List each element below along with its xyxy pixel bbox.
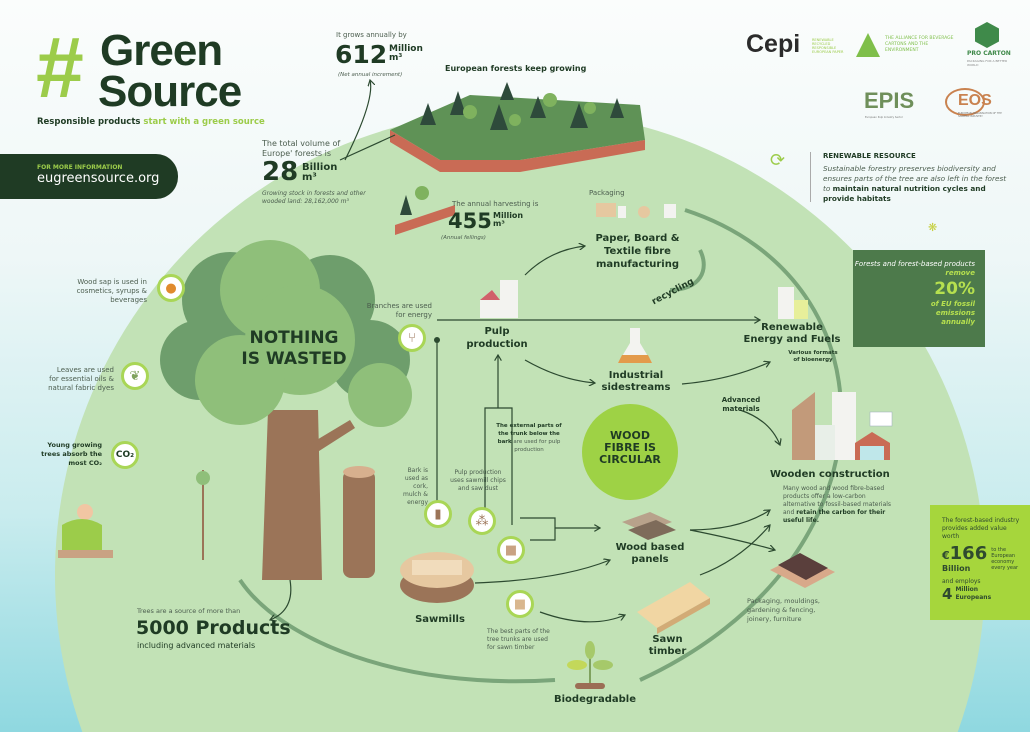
renewable-text: Sustainable forestry preserves biodivers… [823, 164, 1007, 203]
sprout-icon [567, 641, 613, 689]
forest-title: European forests keep growing [445, 64, 587, 73]
flask-icon [618, 328, 652, 363]
growth-value: 612 [335, 40, 388, 69]
best-parts-label: The best parts of the tree trunks are us… [487, 628, 550, 651]
circular-title: WOOD FIBRE IS CIRCULAR [599, 429, 661, 466]
volume-note: Growing stock in forests and other woode… [262, 190, 366, 205]
info-label: FOR MORE INFORMATION [37, 164, 123, 171]
epis-logo: EPIS [864, 88, 915, 113]
packaging-list: Packaging, mouldings, gardening & fencin… [747, 597, 820, 623]
harvest-intro: The annual harvesting is [452, 200, 539, 208]
packaging-icons [596, 203, 676, 218]
pulp-node: Pulp production [466, 326, 528, 350]
timber-block-icon: ■ [506, 590, 534, 618]
sidestreams-node: Industrial sidestreams [601, 370, 671, 393]
plank-icon [637, 582, 710, 634]
growth-intro: It grows annually by [336, 31, 407, 39]
eos-icon [945, 88, 985, 116]
value-box: The forest-based industry provides added… [930, 505, 1030, 620]
advanced-materials-label: Advanced materials [721, 396, 761, 413]
branch-icon: ⑂ [398, 324, 426, 352]
renewable-title: RENEWABLE RESOURCE [823, 152, 916, 160]
divider [810, 152, 811, 202]
epis-sub: European Pulp Industry Sector [865, 116, 903, 119]
sawmill-icon [400, 552, 474, 603]
emissions-box: Forests and forest-based products remove… [853, 250, 985, 347]
bark-label: Bark is used as cork, mulch & energy [402, 467, 428, 506]
chips-icon: ⁂ [468, 507, 496, 535]
logo-source: Source [98, 67, 242, 116]
energy-node: Renewable Energy and Fuels [743, 322, 841, 345]
products-value: 5000 Products [136, 617, 291, 639]
wood-fibre-circle [582, 404, 678, 500]
renewable-cycle-icon: ⟳ [770, 150, 786, 171]
bed-icon [770, 553, 835, 588]
leaf-icon: ❦ [121, 362, 149, 390]
ace-logo: THE ALLIANCE FOR BEVERAGE CARTONS AND TH… [885, 36, 954, 53]
co2-icon: CO₂ [111, 441, 139, 469]
energy-sub: Various formats of bioenergy [788, 350, 838, 363]
construction-node: Wooden construction [770, 469, 890, 480]
logo-hash: # [36, 20, 84, 116]
bark-icon: ▮ [424, 500, 452, 528]
products-sub: including advanced materials [137, 641, 256, 650]
energy-building-icon [778, 287, 808, 319]
external-parts-label: The external parts of the trunk below th… [496, 423, 562, 453]
products-intro: Trees are a source of more than [137, 607, 241, 615]
logo-green: Green [100, 26, 223, 75]
paper-node: Paper, Board & Textile fibre manufacturi… [595, 233, 680, 270]
packaging-label: Packaging [589, 189, 625, 197]
tagline: Responsible products start with a green … [37, 117, 265, 127]
procarton-sub: PACKAGING FOR A BETTER WORLD [967, 59, 1008, 67]
branches-label: Branches are used for energy [366, 302, 432, 319]
website-link[interactable]: eugreensource.org [37, 171, 160, 186]
cepi-sub: RENEWABLE RECYCLED RESPONSIBLE EUROPEAN … [812, 38, 844, 54]
growth-note: (Net annual increment) [338, 72, 403, 78]
cepi-logo: Cepi [746, 30, 801, 58]
panels-node: Wood based panels [615, 542, 685, 565]
harvest-note: (Annual fellings) [441, 235, 486, 241]
construction-text: Many wood and wood fibre-based products … [783, 485, 892, 524]
leaves-label: Leaves are used for essential oils & nat… [48, 366, 114, 392]
butterfly-icon: ❋ [928, 221, 938, 234]
ace-logo-icon [856, 33, 880, 57]
factory-icon [480, 280, 518, 318]
biodegradable-node: Biodegradable [554, 694, 636, 705]
wood-block-icon: ■ [497, 536, 525, 564]
volume-intro: The total volume of Europe' forests is [262, 139, 341, 158]
procarton-logo: PRO CARTON [967, 50, 1011, 57]
value-amount: 166 [949, 543, 988, 564]
emissions-value: 20% [934, 279, 975, 299]
chips-label: Pulp production uses sawmill chips and s… [450, 469, 506, 492]
sap-label: Wood sap is used in cosmetics, syrups & … [76, 278, 147, 304]
panels-icon [622, 512, 676, 540]
sawn-timber-node: Sawn timber [648, 634, 687, 657]
buildings-icon [792, 392, 893, 460]
volume-value: 28 [262, 157, 299, 187]
eos-logo: EOS [958, 92, 992, 109]
eos-sub: EUROPEAN ORGANISATION OF THE SAWMILL IND… [958, 112, 1002, 118]
info-pill[interactable]: FOR MORE INFORMATION eugreensource.org [0, 154, 178, 199]
harvest-value: 455 [448, 209, 492, 233]
young-trees-label: Young growing trees absorb the most CO₂ [41, 441, 102, 467]
sawmills-node: Sawmills [415, 614, 465, 625]
drop-icon: ● [157, 274, 185, 302]
